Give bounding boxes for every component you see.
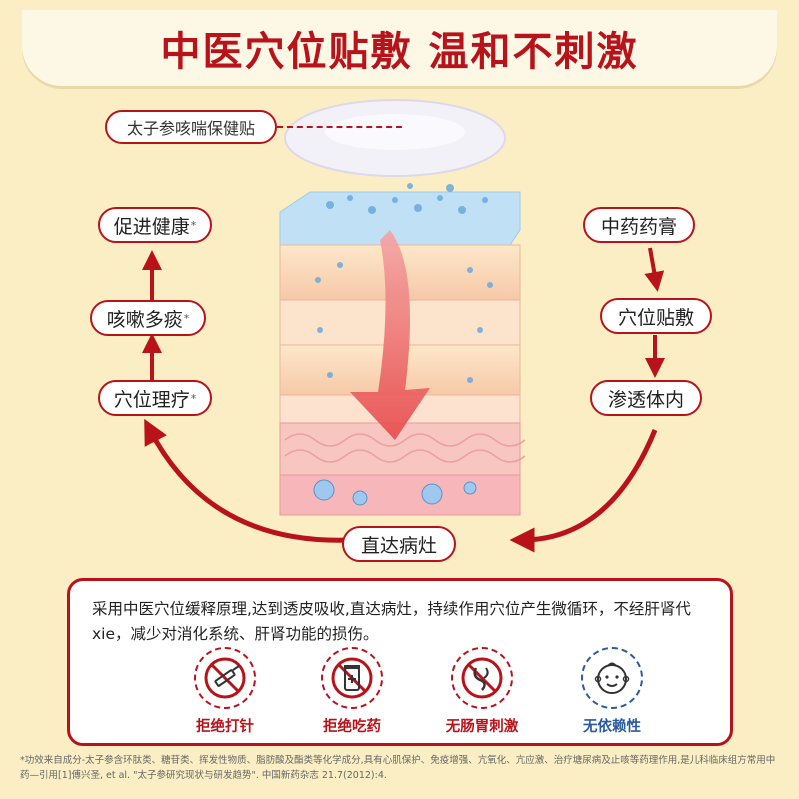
node-label: 穴位贴敷 — [617, 306, 694, 329]
curve-left — [144, 418, 351, 543]
node-herbal-paste: 中药药膏 — [583, 207, 695, 243]
node-cough: 咳嗽多痰* — [90, 300, 206, 336]
blue-spheres — [313, 479, 477, 506]
patch-label: 太子参咳喘保健贴 — [105, 110, 277, 144]
curve-right — [509, 429, 658, 553]
feature-label: 拒绝吃药 — [323, 719, 381, 735]
info-panel: 采用中医穴位缓释原理,达到透皮吸收,直达病灶，持续作用穴位产生微循环，不经肝肾代… — [67, 578, 733, 746]
no-stomach-irritation-icon — [451, 647, 513, 709]
no-injection-icon — [194, 647, 256, 709]
feature-label: 无肠胃刺激 — [445, 719, 519, 735]
node-asterisk: * — [190, 218, 197, 232]
feature-no-stomach-irritation: 无肠胃刺激 — [422, 647, 542, 736]
node-label: 穴位理疗 — [113, 388, 190, 411]
footnote: *功效来自成分-太子参含环肽类、糖苷类、挥发性物质、脂肪酸及酯类等化学成分,具有… — [20, 755, 776, 781]
cell-pattern — [284, 433, 526, 463]
patch-pointer-line — [277, 126, 402, 128]
node-label: 渗透体内 — [607, 388, 684, 411]
node-label: 直达病灶 — [360, 534, 437, 557]
node-reach-lesion: 直达病灶 — [342, 526, 456, 562]
node-label: 促进健康 — [113, 215, 190, 238]
node-promote-health: 促进健康* — [98, 207, 212, 243]
title-banner: 中医穴位贴敷 温和不刺激 — [22, 10, 777, 86]
right-arrow-1 — [644, 247, 665, 292]
baby-face-icon — [581, 647, 643, 709]
node-acupoint-patch: 穴位贴敷 — [600, 298, 712, 334]
node-asterisk: * — [190, 391, 197, 405]
feature-no-pills: 拒绝吃药 — [292, 647, 412, 736]
node-label: 中药药膏 — [600, 215, 677, 238]
feature-label: 无依赖性 — [583, 719, 641, 735]
node-asterisk: * — [183, 311, 190, 325]
bubbles — [315, 183, 493, 383]
node-label: 咳嗽多痰 — [106, 308, 183, 331]
feature-label: 拒绝打针 — [196, 719, 254, 735]
node-penetrate: 渗透体内 — [590, 380, 702, 416]
node-acupoint-therapy: 穴位理疗* — [98, 380, 212, 416]
page-title: 中医穴位贴敷 温和不刺激 — [160, 29, 639, 75]
description-text: 采用中医穴位缓释原理,达到透皮吸收,直达病灶，持续作用穴位产生微循环，不经肝肾代… — [92, 600, 691, 643]
feature-no-injection: 拒绝打针 — [165, 647, 285, 736]
feature-no-dependence: 无依赖性 — [552, 647, 672, 736]
penetration-arrow — [350, 230, 430, 440]
no-pills-icon — [321, 647, 383, 709]
